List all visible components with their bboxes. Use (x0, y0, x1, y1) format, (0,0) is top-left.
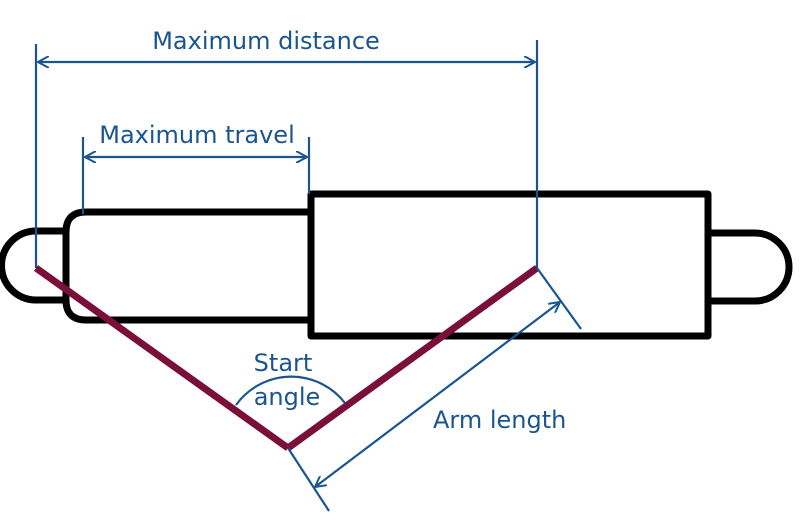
max-distance-dimension: Maximum distance (34, 27, 539, 268)
arm-length-bottom-extension (287, 447, 330, 512)
piston-rod (62, 208, 311, 324)
cylinder-body (307, 190, 712, 340)
max-travel-dimension: Maximum travel (81, 121, 311, 214)
arm-length-top-extension (536, 267, 582, 330)
start-angle-label-line1: Start (254, 349, 313, 377)
arm-length-arrow (315, 302, 560, 487)
start-angle-label-line2: angle (254, 383, 321, 411)
arm-length-dimension: Arm length (287, 267, 582, 512)
max-distance-label: Maximum distance (152, 27, 380, 55)
left-arm (33, 265, 291, 451)
left-end-cap (0, 227, 66, 304)
start-angle: Start angle (235, 349, 346, 411)
spring-outline (0, 190, 793, 340)
arm-length-label: Arm length (433, 406, 566, 434)
max-travel-label: Maximum travel (99, 121, 295, 149)
right-end-cap (708, 229, 793, 305)
